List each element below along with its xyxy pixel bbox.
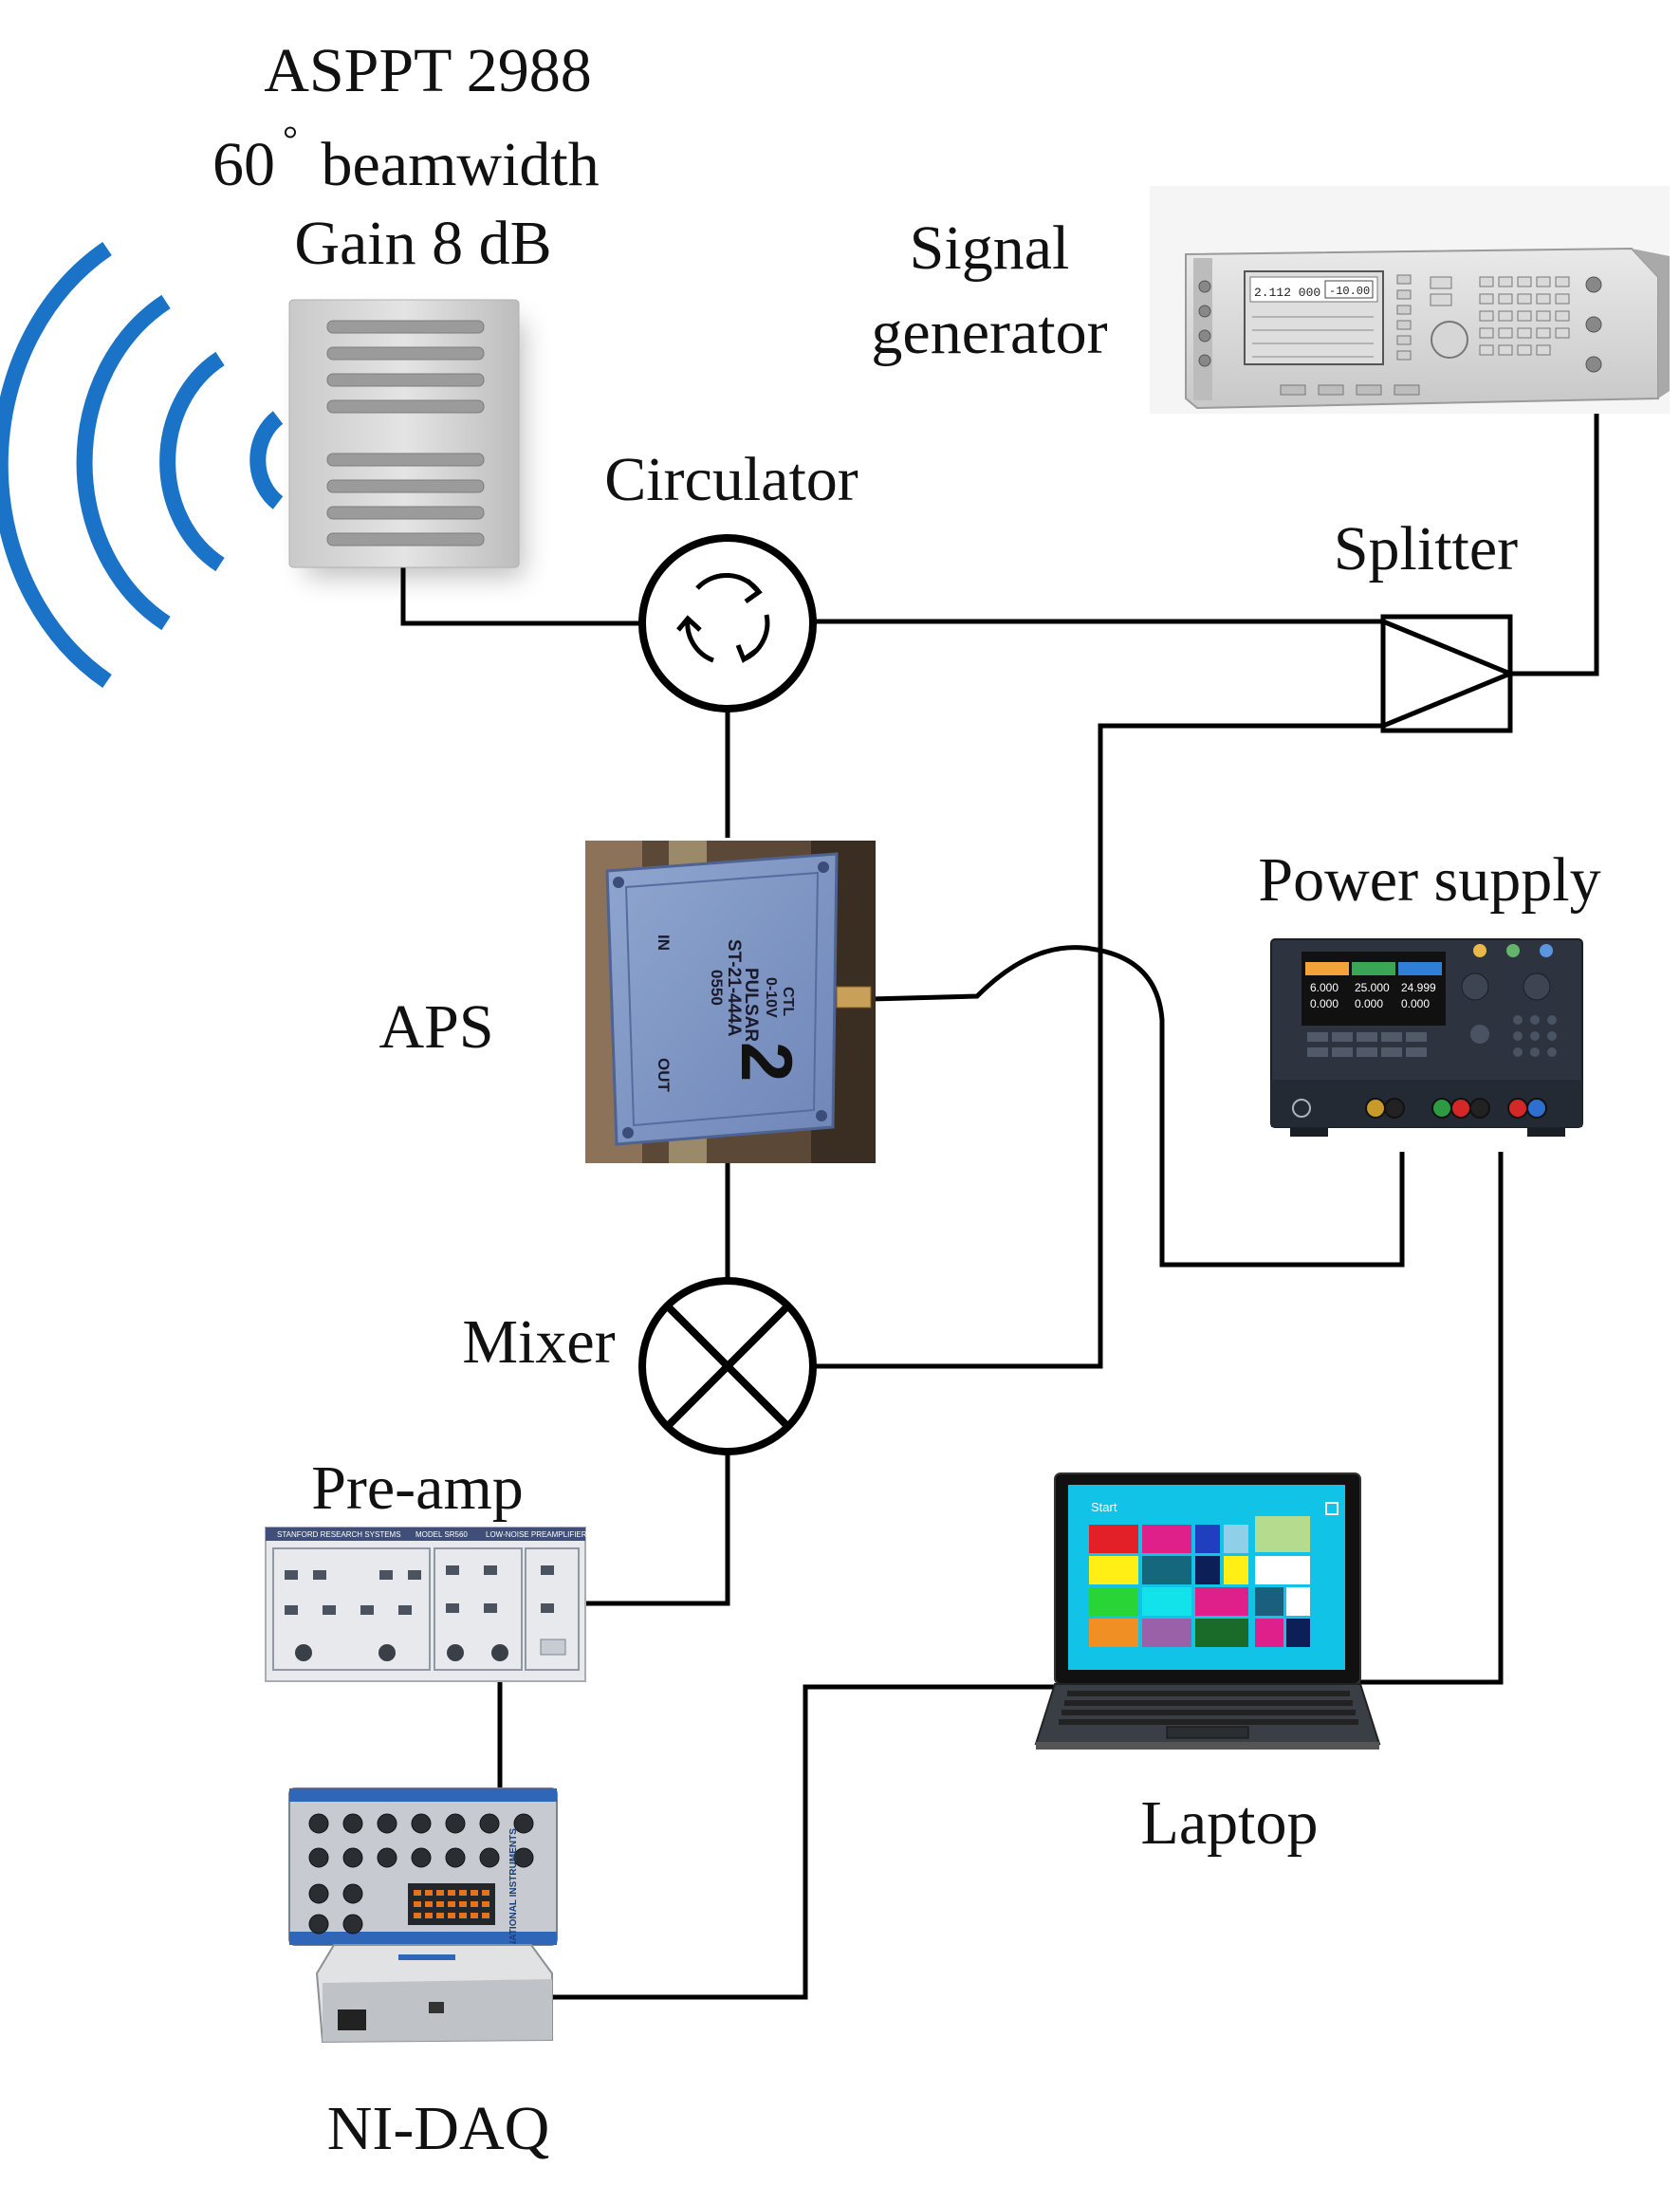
start-tile <box>1089 1619 1138 1647</box>
start-tile <box>1142 1525 1191 1553</box>
ni-daq-device: NATIONAL INSTRUMENTS <box>288 1787 558 2044</box>
aps-voltage-label: 0-10V <box>763 977 779 1018</box>
wire-daq-laptop <box>550 1684 1055 2000</box>
preamp-description: LOW-NOISE PREAMPLIFIER <box>486 1530 587 1539</box>
start-tile <box>1089 1587 1138 1616</box>
aps-model-label: ST-21-444A <box>724 939 744 1037</box>
antenna-label-model: ASPPT 2988 <box>264 36 591 105</box>
laptop-label: Laptop <box>1141 1788 1319 1858</box>
preamp-model: MODEL SR560 <box>415 1530 468 1539</box>
power-supply-label: Power supply <box>1258 845 1600 915</box>
wire-siggen-splitter <box>1510 392 1599 676</box>
start-tile <box>1142 1587 1191 1616</box>
wire-aps-powersupply <box>870 945 1405 1268</box>
circulator-label: Circulator <box>604 445 858 514</box>
splitter-symbol <box>1380 614 1517 733</box>
start-tile <box>1142 1619 1191 1647</box>
power-supply-device: 6.000 25.000 24.999 0.000 0.000 0.000 <box>1270 938 1583 1137</box>
ps-voltage-ch3: 24.999 <box>1401 981 1436 994</box>
ni-daq-label: NI-DAQ <box>327 2094 550 2163</box>
aps-logo: 2 <box>726 1042 806 1082</box>
splitter-triangle-icon <box>1380 618 1517 730</box>
start-tile <box>1286 1619 1310 1647</box>
start-tile <box>1224 1525 1248 1553</box>
start-tile <box>1224 1556 1248 1584</box>
ps-voltage-ch2: 25.000 <box>1355 981 1390 994</box>
wire-antenna-circulator <box>400 558 643 626</box>
wire-powersupply-laptop <box>1338 1152 1504 1685</box>
start-tile-grid <box>1089 1516 1310 1647</box>
splitter-label: Splitter <box>1334 514 1518 583</box>
start-tile <box>1286 1587 1310 1616</box>
start-tile <box>1195 1525 1220 1553</box>
antenna-label-beam-number: 60 <box>212 130 275 199</box>
preamp-label: Pre-amp <box>311 1454 524 1523</box>
preamp-brand: STANFORD RESEARCH SYSTEMS <box>277 1530 401 1539</box>
ps-voltage-ch1: 6.000 <box>1310 981 1338 994</box>
aps-in-label: IN <box>655 935 673 951</box>
antenna-panel <box>288 299 524 577</box>
start-tile <box>1255 1619 1283 1647</box>
aps-brand-label: PULSAR <box>741 968 761 1042</box>
start-tile <box>1255 1556 1310 1584</box>
start-tile <box>1089 1525 1138 1553</box>
mixer-cross-icon <box>665 1304 790 1429</box>
ps-current-ch1: 0.000 <box>1310 997 1338 1010</box>
signal-generator-device: 2.112 000 000 00 -10.00 <box>1150 186 1670 414</box>
labels: ASPPT 2988 60 ° beamwidth Gain 8 dB Sign… <box>212 36 1601 2163</box>
daq-brand: NATIONAL INSTRUMENTS <box>508 1828 519 1948</box>
antenna-label-beamwidth: beamwidth <box>305 130 600 199</box>
degree-symbol: ° <box>283 118 298 160</box>
wire-splitter-mixer-lo <box>814 723 1383 1369</box>
mixer-label: Mixer <box>462 1307 615 1377</box>
start-tile <box>1142 1556 1191 1584</box>
laptop-user-icon <box>1325 1502 1338 1515</box>
laptop-device: Start <box>1034 1472 1381 1750</box>
aps-out-label: OUT <box>655 1058 673 1093</box>
circulator-symbol <box>638 534 817 713</box>
antenna-label-gain: Gain 8 dB <box>294 209 551 278</box>
start-tile <box>1195 1587 1248 1616</box>
start-tile <box>1195 1556 1220 1584</box>
aps-device: IN OUT CTL 0-10V PULSAR ST-21-444A 0550 … <box>585 841 876 1163</box>
ps-current-ch2: 0.000 <box>1355 997 1383 1010</box>
signal-generator-label-line1: Signal <box>910 213 1070 283</box>
start-tile <box>1195 1619 1248 1647</box>
circulator-arrows-icon <box>676 573 770 663</box>
signal-generator-label-line2: generator <box>871 298 1107 367</box>
sg-amplitude-readout: -10.00 <box>1329 285 1370 298</box>
wifi-waves-icon <box>0 241 284 689</box>
start-tile <box>1089 1556 1138 1584</box>
laptop-start-label: Start <box>1091 1500 1117 1514</box>
wire-mixer-preamp <box>585 1453 730 1606</box>
preamp-device: STANFORD RESEARCH SYSTEMS MODEL SR560 LO… <box>265 1527 587 1682</box>
wires <box>400 392 1599 2000</box>
aps-label: APS <box>378 992 493 1062</box>
ps-current-ch3: 0.000 <box>1401 997 1430 1010</box>
start-tile <box>1255 1516 1310 1552</box>
mixer-symbol <box>638 1277 817 1455</box>
start-tile <box>1255 1587 1283 1616</box>
aps-ctl-label: CTL <box>780 987 796 1016</box>
aps-serial-label: 0550 <box>708 970 726 1006</box>
